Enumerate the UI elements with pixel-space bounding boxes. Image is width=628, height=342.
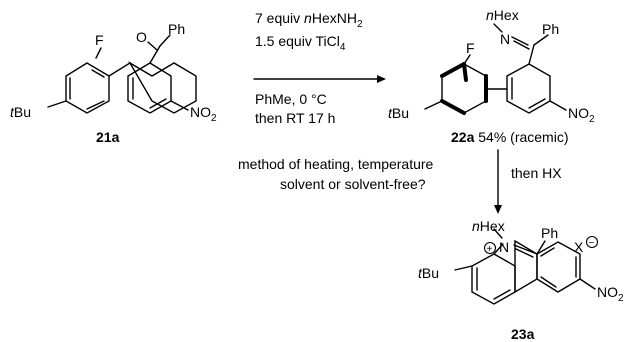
biaryl-21a <box>127 62 172 114</box>
compound-caption-22a: 22a 54% (racemic) <box>451 129 569 145</box>
minus-charge-23a: − <box>585 235 599 249</box>
plus-charge-23a: + <box>483 241 497 255</box>
nitro-sub-23a: 2 <box>618 293 624 304</box>
hex-bond-23a <box>493 228 503 239</box>
oxygen-label-21a: O <box>136 29 147 45</box>
nitrogen-label-23a: N <box>499 239 509 255</box>
wedge-bond-22a-3 <box>440 99 466 115</box>
hex-prefix-23a: n <box>472 218 480 234</box>
wedge-bond-22a-2 <box>462 62 468 82</box>
yield-22a: 54% (racemic) <box>474 129 568 145</box>
question-line-1: method of heating, temperature <box>238 156 434 172</box>
hex-label-22a: nHex <box>486 7 519 23</box>
arrow1-line2-main: 1.5 equiv TiCl <box>255 33 340 49</box>
tbu-label-21a: tBu <box>10 104 31 120</box>
arrow1-line3: PhMe, 0 °C <box>255 91 327 107</box>
compound-21a: F O Ph tBu NO2 21a <box>10 21 217 145</box>
reaction-arrow-1 <box>253 75 386 83</box>
compound-id-22a: 22a <box>451 129 475 145</box>
nitro-sub-21a: 2 <box>211 113 217 124</box>
phenyl-label-21a: Ph <box>168 21 185 37</box>
nitro-main-23a: NO <box>597 284 618 300</box>
nitro-bond-23a <box>579 278 596 290</box>
compound-id-23a: 23a <box>511 326 535 342</box>
nitro-bond-22a <box>549 100 567 111</box>
nitro-sub-22a: 2 <box>589 114 595 125</box>
hex-label-23a: nHex <box>472 218 505 234</box>
fluoro-label-22a: F <box>466 40 475 56</box>
tbu-label-23a: tBu <box>418 265 439 281</box>
hex-prefix-22a: n <box>486 7 494 23</box>
compound-23a: nHex + N Ph X − tBu NO2 23a <box>418 218 624 342</box>
arrow-2-head <box>494 205 502 214</box>
tbu-prefix-21a: t <box>10 104 15 120</box>
arrow1-line2-sub: 4 <box>340 42 346 53</box>
left-ring-21a <box>65 62 110 114</box>
imine-bond-22a <box>528 44 535 65</box>
phenyl-label-23a: Ph <box>541 225 558 241</box>
nitro-label-23a: NO2 <box>597 284 624 304</box>
phenyl-bond-21a <box>159 34 171 47</box>
left-ring-22a <box>440 62 488 115</box>
nitro-bond-21a <box>170 100 189 111</box>
imine-double-22a-b <box>513 40 530 50</box>
tbu-suffix-21a: Bu <box>14 104 31 120</box>
minus-charge-symbol-23a: − <box>589 238 595 249</box>
fluoro-bond-22a <box>463 54 471 65</box>
right-ring-21a <box>108 61 197 114</box>
tbu-label-22a: tBu <box>388 105 409 121</box>
question-line-2: solvent or solvent-free? <box>280 176 426 192</box>
arrow1-amine-sub: 2 <box>357 19 363 30</box>
arrow-1-head <box>377 75 386 83</box>
phenyl-bond-22a <box>533 34 549 46</box>
arrow1-line4: then RT 17 h <box>255 110 335 126</box>
fluoro-bond-21a <box>95 47 102 59</box>
hex-bond-22a <box>493 23 503 33</box>
tbu-bond-21a <box>47 100 67 108</box>
compound-22a: nHex N Ph F tBu NO2 22a 54% (racemic) <box>388 7 595 145</box>
tbu-suffix-23a: Bu <box>422 265 439 281</box>
compound-id-21a: 21a <box>96 129 120 145</box>
arrow1-line1: 7 equiv nHexNH2 <box>255 10 363 30</box>
nitro-main-22a: NO <box>568 105 589 121</box>
tbu-suffix-22a: Bu <box>392 105 409 121</box>
tbu-prefix-22a: t <box>388 105 393 121</box>
phenyl-bond-23a <box>536 240 546 255</box>
tbu-bond-22a <box>424 100 443 110</box>
nitro-label-21a: NO2 <box>190 104 217 124</box>
fluoro-label-21a: F <box>95 32 104 48</box>
arrow1-amount: 7 equiv <box>255 10 304 26</box>
carbonyl-double-21a <box>147 41 158 51</box>
nitro-label-22a: NO2 <box>568 105 595 125</box>
carbonyl-bond-21a <box>149 45 161 64</box>
counterion-label-23a: X <box>574 239 584 255</box>
wedge-bond-22a-1 <box>440 62 466 78</box>
tbu-prefix-23a: t <box>418 265 423 281</box>
plus-charge-symbol-23a: + <box>487 244 493 255</box>
tbu-bond-23a <box>454 265 473 271</box>
arrow1-line2: 1.5 equiv TiCl4 <box>255 33 346 53</box>
nitrogen-label-22a: N <box>500 31 510 47</box>
hex-main-23a: Hex <box>480 218 505 234</box>
imine-double-22a <box>511 36 529 46</box>
hex-main-22a: Hex <box>494 7 519 23</box>
arrow1-amine-prefix: n <box>304 10 312 26</box>
arrow1-amine-main: HexNH <box>312 10 357 26</box>
right-ring-22a <box>485 63 551 114</box>
nitro-main-21a: NO <box>190 104 211 120</box>
reagent-hx: then HX <box>511 165 562 181</box>
reaction-arrow-2 <box>494 149 502 214</box>
phenyl-label-22a: Ph <box>542 21 559 37</box>
